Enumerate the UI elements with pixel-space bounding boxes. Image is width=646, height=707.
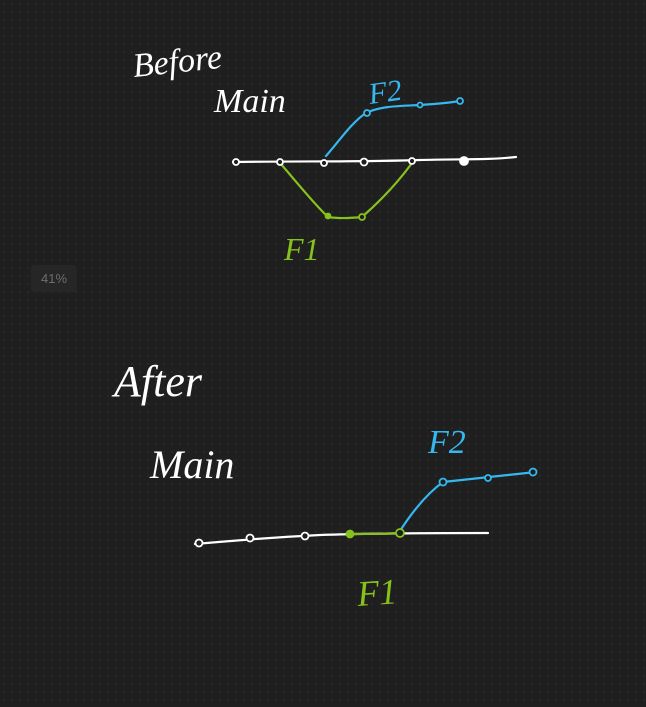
before-heading: Before <box>131 39 224 85</box>
before-main-branch-line <box>231 155 518 164</box>
after-main-label: Main <box>149 442 234 487</box>
before-main-commit <box>320 159 328 167</box>
before-f2-commit <box>416 101 424 109</box>
before-f2-commit <box>456 97 464 105</box>
after-f2-commit <box>484 474 492 482</box>
after-f2-commit <box>528 467 538 477</box>
before-f2-branch-line <box>324 99 462 158</box>
after-main-commit <box>245 533 255 543</box>
before-f2-commit <box>363 109 371 117</box>
before-f2-label: F2 <box>365 74 404 111</box>
after-heading: After <box>111 357 203 406</box>
after-f2-commit <box>438 477 448 487</box>
after-f1-commit <box>345 529 355 539</box>
before-main-commit <box>459 156 469 166</box>
before-main-commit <box>359 157 369 167</box>
before-f1-label: F1 <box>283 231 320 267</box>
after-main-branch-line <box>193 531 490 546</box>
before-main-commit <box>408 157 416 165</box>
zoom-level-indicator[interactable]: 41% <box>31 265 77 292</box>
after-main-commit <box>194 538 204 548</box>
after-f1-label: F1 <box>355 571 399 614</box>
after-section: After Main F2 F1 <box>111 357 538 614</box>
before-main-commit <box>232 158 240 166</box>
before-main-commit <box>276 158 284 166</box>
after-f1-branch-line <box>348 531 402 536</box>
before-main-label: Main <box>213 83 286 120</box>
before-f1-commit <box>324 212 332 220</box>
after-f2-label: F2 <box>427 424 466 461</box>
before-section: Before Main F2 F1 <box>131 39 518 267</box>
after-f2-branch-line <box>396 470 538 536</box>
after-main-commit <box>300 531 310 541</box>
before-f1-branch-line <box>278 161 414 220</box>
before-f1-commit <box>358 213 366 221</box>
after-f1-commit <box>395 528 405 538</box>
zoom-level-label: 41% <box>40 271 68 286</box>
